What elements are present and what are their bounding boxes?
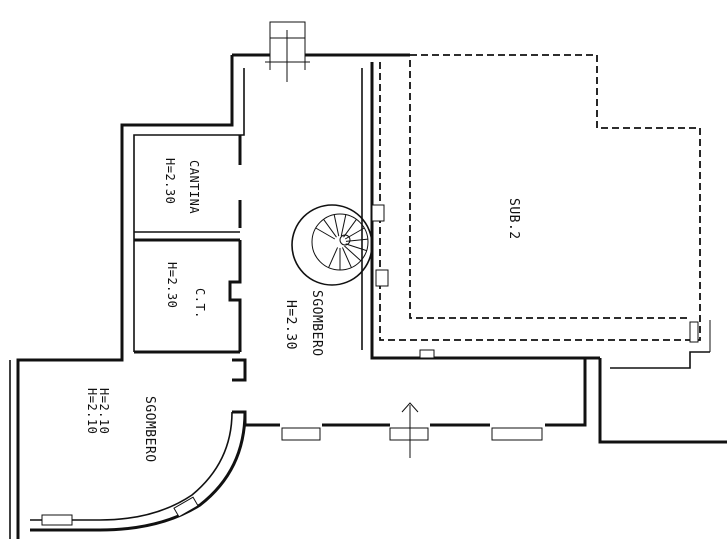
sub2-dashed-outline [379,54,701,341]
stair-tread [344,227,365,240]
stair-tread [344,245,362,262]
corridor-right-wall [370,62,600,360]
stair-outer [291,204,373,286]
cantina-height-label: H=2.30 [163,158,177,204]
sub2-boundary [379,54,701,341]
bottom-window-1 [281,427,321,441]
curved-wall-outer [30,411,247,532]
sub2-label: SUB.2 [506,198,521,240]
ct-height-label: H=2.30 [165,262,179,308]
stair-tread [345,243,367,252]
curved-window [173,496,199,518]
jamb-4 [689,321,699,343]
ct-right-wall [228,240,242,352]
stair-tread [343,219,357,238]
spiral-staircase [291,204,373,286]
ct-name-label: C.T. [193,288,207,319]
outer-walls [16,53,727,539]
jamb-1 [371,204,385,222]
exterior-right-inner [610,351,710,369]
left-name-label: SGOMBERO [142,396,157,463]
jamb-2 [375,269,389,287]
bottom-window-3 [491,427,543,441]
bottom-window [41,514,73,526]
openings [265,21,699,458]
stair-post [339,234,351,246]
cantina-name-label: CANTINA [187,160,201,214]
main-name-label: SGOMBERO [309,290,324,357]
left-wall-upper-inner [133,68,245,352]
left-room-jamb [232,358,247,382]
stair-tread [315,227,336,240]
left-height-label-1: H=2.10 [85,388,99,434]
main-height-label: H=2.30 [283,300,298,350]
bottom-window-2 [389,427,429,441]
curved-wall-inner [30,411,233,521]
entrance-arrow [401,402,419,413]
stair-tread [333,214,340,237]
internal-walls [134,135,247,382]
stair-tread [341,247,352,268]
bottom-right-wall [545,358,587,427]
sub2-dashed-inner [409,60,690,319]
bottom-wall-left [232,410,280,427]
stair-tread [340,214,347,237]
room-labels: H=2.30 CANTINA H=2.30 C.T. H=2.30 SGOMBE… [85,158,521,463]
exterior-right [598,358,727,444]
left-height-label-2: H=2.10 [97,388,111,434]
stair-tread [323,219,337,238]
jamb-3 [419,349,435,359]
left-room [9,360,247,539]
left-wall-upper [16,55,234,539]
stair-tread [328,247,339,268]
stair-tread [345,238,368,242]
